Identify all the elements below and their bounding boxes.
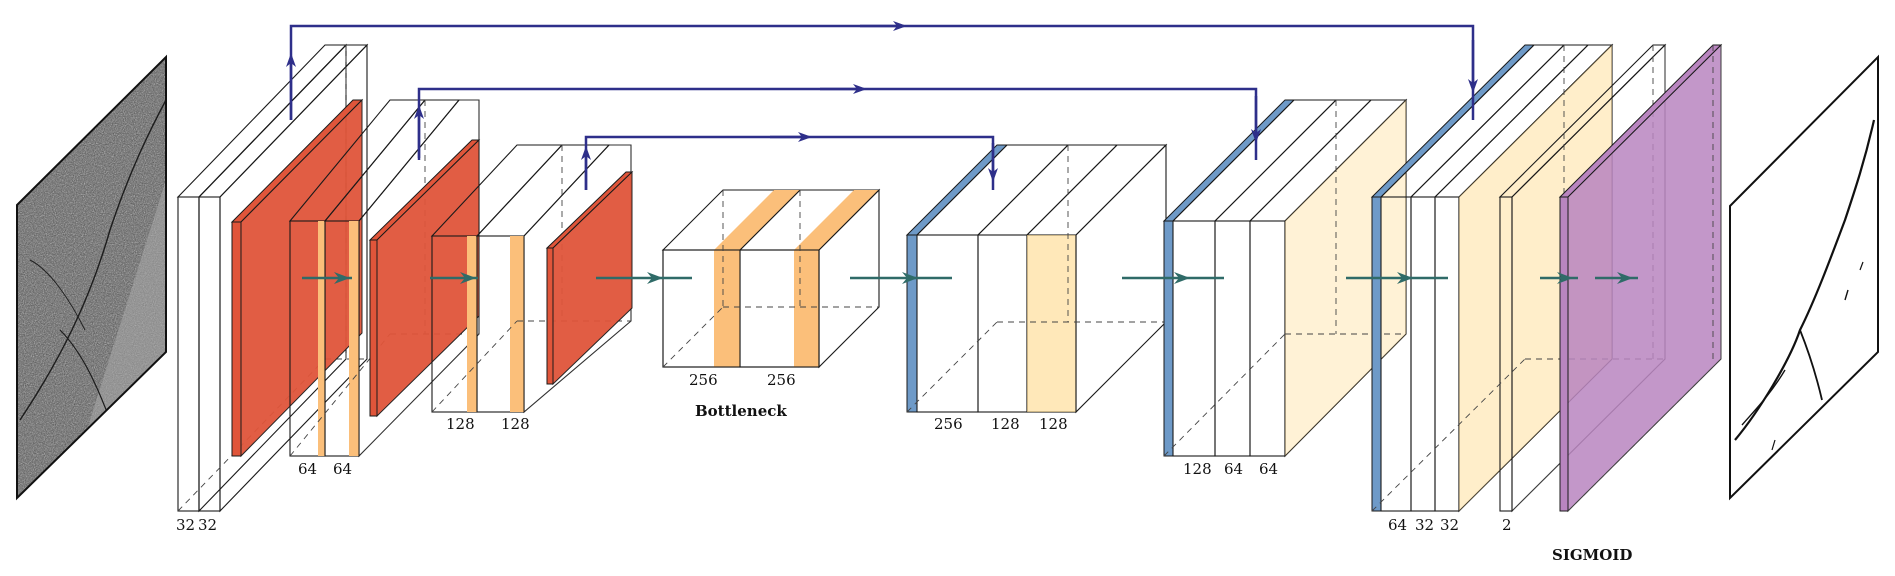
dec1-label-c: 32: [1440, 516, 1459, 534]
encoder-block-3: 128 128: [430, 144, 634, 433]
sigmoid-label: SIGMOID: [1552, 546, 1632, 564]
output-conv-label: 2: [1502, 516, 1512, 534]
dec2-label-a: 128: [1183, 460, 1212, 478]
encoder-block-1: 32 32: [176, 43, 369, 534]
output-mask: [1729, 54, 1879, 501]
dec2-label-c: 64: [1259, 460, 1278, 478]
bottleneck-label-b: 256: [767, 371, 796, 389]
decoder-block-3: 256 128 128: [905, 143, 1168, 433]
input-image: [16, 54, 167, 501]
enc3-label-b: 128: [501, 415, 530, 433]
bottleneck-label-a: 256: [689, 371, 718, 389]
bottleneck-title: Bottleneck: [695, 402, 787, 420]
enc2-label-b: 64: [333, 460, 352, 478]
encoder-block-2: 64 64: [288, 99, 481, 478]
dec3-label-a: 256: [934, 415, 963, 433]
enc3-label-a: 128: [446, 415, 475, 433]
dec2-label-b: 64: [1224, 460, 1243, 478]
enc1-label-a: 32: [176, 516, 195, 534]
enc1-label-b: 32: [198, 516, 217, 534]
decoder-block-1: 64 32 32 2 SIGMOID: [1370, 43, 1723, 564]
skip-connections: [286, 21, 1478, 190]
dec1-label-a: 64: [1388, 516, 1407, 534]
decoder-block-2: 128 64 64: [1162, 98, 1408, 478]
dec3-label-c: 128: [1039, 415, 1068, 433]
dec1-label-b: 32: [1415, 516, 1434, 534]
bottleneck-block: 256 256 Bottleneck: [661, 188, 881, 420]
dec3-label-b: 128: [991, 415, 1020, 433]
enc2-label-a: 64: [298, 460, 317, 478]
